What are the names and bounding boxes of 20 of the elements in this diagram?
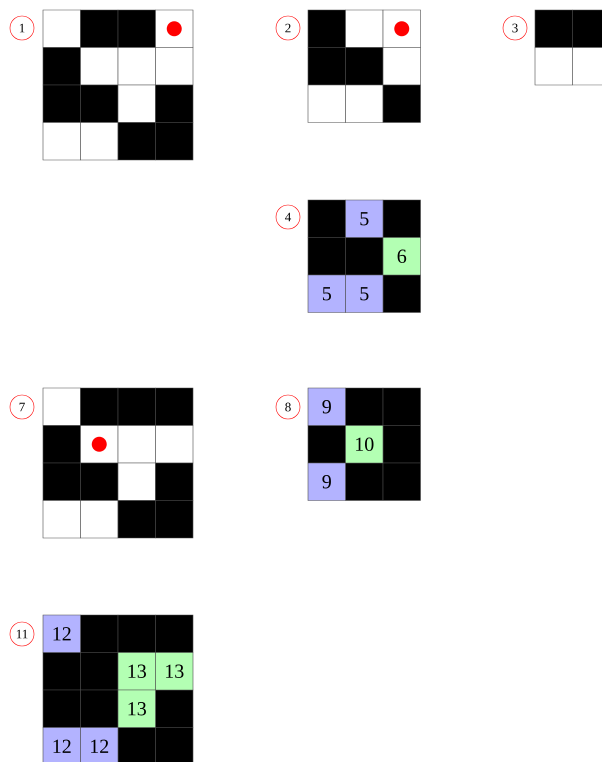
number-cell: 9: [308, 462, 346, 501]
circled-number: 7: [10, 394, 34, 420]
number-cell: 12: [80, 727, 118, 762]
circled-number: 3: [502, 16, 528, 40]
circled-number: 8: [276, 394, 300, 420]
circled-number: 11: [10, 622, 34, 646]
number-cell: 10: [345, 425, 384, 464]
number-cell: 5: [345, 200, 384, 238]
number-cell: 13: [155, 652, 194, 690]
circled-number: 2: [276, 16, 300, 40]
circled-number: 1: [10, 16, 34, 40]
number-cell: 5: [308, 274, 346, 313]
number-cell: 13: [118, 690, 156, 728]
number-cell: 12: [42, 614, 81, 653]
number-cell: 9: [308, 388, 346, 426]
number-cell: 13: [118, 652, 156, 690]
circled-number: 4: [276, 204, 300, 230]
number-cell: 6: [382, 237, 421, 276]
number-cell: 5: [345, 274, 384, 313]
number-cell: 12: [42, 727, 81, 762]
